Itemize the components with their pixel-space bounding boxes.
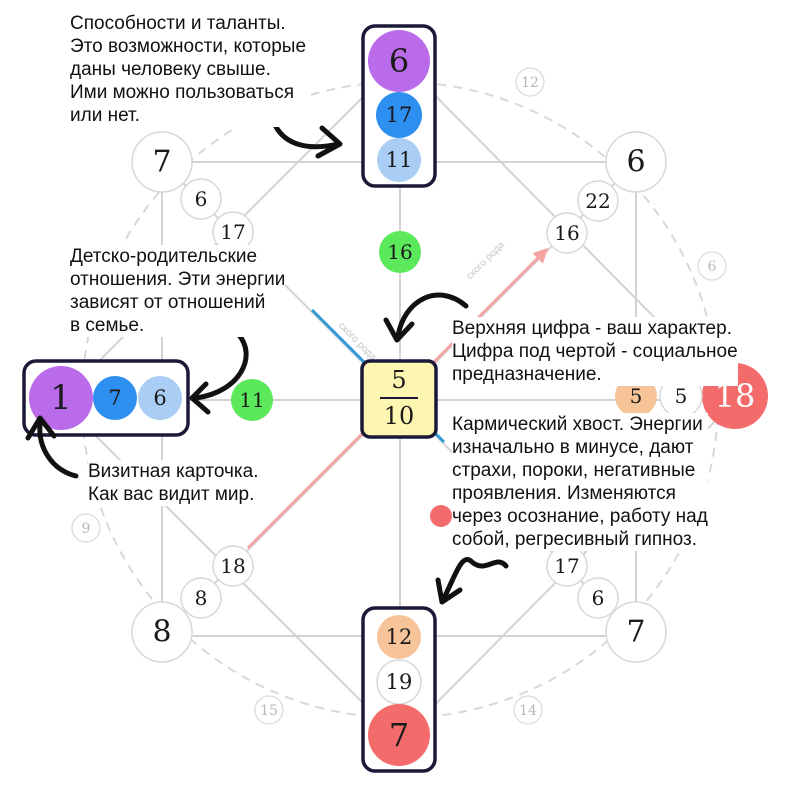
svg-text:12: 12 bbox=[521, 75, 539, 91]
svg-text:6: 6 bbox=[708, 259, 717, 275]
svg-text:6: 6 bbox=[389, 42, 409, 80]
svg-text:22: 22 bbox=[585, 189, 610, 213]
svg-text:17: 17 bbox=[386, 103, 413, 127]
note-card: Визитная карточка. Как вас видит мир. bbox=[88, 460, 259, 506]
svg-text:7: 7 bbox=[389, 716, 409, 754]
svg-text:1: 1 bbox=[50, 378, 72, 418]
ring-number-top: 12 bbox=[515, 67, 545, 97]
svg-text:18: 18 bbox=[220, 554, 245, 578]
arrow-to-card bbox=[25, 415, 79, 479]
svg-text:17: 17 bbox=[554, 554, 579, 578]
arrow-to-bottom-column bbox=[435, 557, 509, 605]
note-character: Верхняя цифра - ваш характер. Цифра под … bbox=[452, 317, 738, 386]
green-left-circle: 11 bbox=[231, 379, 273, 421]
ring-number-left: 9 bbox=[71, 513, 101, 543]
note-line: Кармический хвост. Энергии bbox=[452, 414, 703, 435]
note-line: через осознание, работу над bbox=[452, 506, 708, 527]
svg-text:5: 5 bbox=[675, 384, 688, 408]
note-line: Ими можно пользоваться bbox=[70, 82, 294, 103]
note-line: Детско-родительские bbox=[70, 246, 258, 267]
note-karma: Кармический хвост. Энергии изначально в … bbox=[452, 413, 708, 551]
note-line: или нет. bbox=[70, 105, 140, 126]
svg-text:5: 5 bbox=[391, 366, 406, 394]
svg-text:15: 15 bbox=[260, 703, 278, 719]
svg-text:7: 7 bbox=[108, 386, 121, 410]
corner-bottom-right: 7 6 17 bbox=[546, 545, 667, 663]
arrow-to-center bbox=[383, 292, 469, 343]
svg-text:6: 6 bbox=[626, 145, 645, 180]
center-box: 5 10 bbox=[360, 359, 438, 439]
bottom-column-frame: 12 19 7 bbox=[361, 606, 437, 773]
svg-text:11: 11 bbox=[239, 388, 264, 412]
note-line: отношения. Эти энергии bbox=[70, 269, 286, 290]
svg-text:6: 6 bbox=[592, 586, 605, 610]
svg-text:19: 19 bbox=[386, 670, 413, 694]
note-line: Способности и таланты. bbox=[70, 13, 286, 34]
svg-text:9: 9 bbox=[82, 521, 91, 537]
note-line: даны человеку свыше. bbox=[70, 59, 271, 80]
corner-bottom-left: 8 8 18 bbox=[131, 545, 254, 663]
svg-text:8: 8 bbox=[152, 615, 171, 650]
corner-top-left: 7 6 17 bbox=[131, 131, 254, 253]
note-line: проявления. Изменяются bbox=[452, 483, 676, 504]
note-line: Как вас видит мир. bbox=[88, 484, 255, 505]
note-family: Детско-родительские отношения. Эти энерг… bbox=[70, 245, 286, 337]
svg-text:17: 17 bbox=[220, 220, 245, 244]
line-label-right: ского рода bbox=[464, 239, 507, 282]
note-line: изначально в минусе, дают bbox=[452, 437, 694, 458]
ring-number-bottom-left: 15 bbox=[254, 695, 284, 725]
svg-text:6: 6 bbox=[195, 187, 208, 211]
svg-text:6: 6 bbox=[153, 386, 166, 410]
svg-text:16: 16 bbox=[554, 221, 579, 245]
svg-text:7: 7 bbox=[152, 145, 171, 180]
svg-text:5: 5 bbox=[630, 384, 643, 408]
note-line: собой, регресивный гипноз. bbox=[452, 529, 698, 550]
note-line: страхи, пороки, негативные bbox=[452, 460, 696, 481]
svg-text:10: 10 bbox=[384, 402, 415, 430]
note-line: Визитная карточка. bbox=[88, 461, 259, 482]
left-row-frame: 1 7 6 bbox=[22, 359, 190, 437]
corner-top-right: 6 22 16 bbox=[546, 131, 667, 254]
note-line: зависят от отношений bbox=[70, 292, 266, 313]
svg-text:7: 7 bbox=[626, 615, 645, 650]
top-column-frame: 6 17 11 bbox=[361, 24, 437, 188]
note-line: в семье. bbox=[70, 315, 145, 336]
svg-text:12: 12 bbox=[386, 625, 413, 649]
ring-number-right: 6 bbox=[697, 251, 727, 281]
annotation-arrows bbox=[25, 115, 509, 605]
svg-text:16: 16 bbox=[387, 240, 412, 264]
note-line: Цифра под чертой - социальное bbox=[452, 341, 738, 362]
note-line: Это возможности, которые bbox=[70, 36, 307, 57]
green-top-circle: 16 bbox=[379, 231, 421, 273]
arrow-to-left-row bbox=[189, 331, 249, 415]
svg-text:11: 11 bbox=[386, 148, 413, 172]
ring-number-bottom-right: 14 bbox=[513, 695, 543, 725]
note-line: Верхняя цифра - ваш характер. bbox=[452, 318, 732, 339]
pink-dot bbox=[430, 505, 452, 527]
note-talents: Способности и таланты. Это возможности, … bbox=[70, 12, 307, 127]
svg-text:8: 8 bbox=[195, 586, 208, 610]
svg-text:14: 14 bbox=[519, 703, 537, 719]
note-line: предназначение. bbox=[452, 364, 602, 385]
